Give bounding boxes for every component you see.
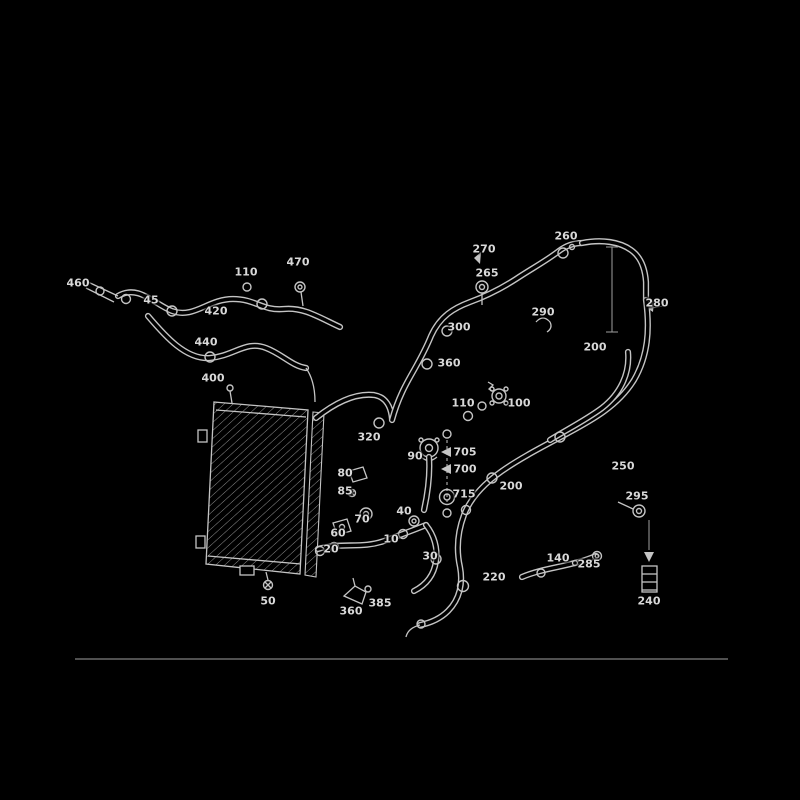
part-label-70-26: 70 xyxy=(354,512,370,526)
upper-right-pipes xyxy=(388,238,669,424)
part-label-200-14: 200 xyxy=(583,340,607,354)
part-label-140-34: 140 xyxy=(546,551,570,565)
part-label-280-10: 280 xyxy=(645,296,669,310)
part-label-705-19: 705 xyxy=(453,445,477,459)
part-label-265-8: 265 xyxy=(475,266,499,280)
part-label-110-2: 110 xyxy=(234,265,258,279)
part-label-45-1: 45 xyxy=(143,293,159,307)
center-parts xyxy=(408,381,509,527)
part-label-110-15: 110 xyxy=(451,396,475,410)
part-label-300-12: 300 xyxy=(447,320,471,334)
part-label-80-24: 80 xyxy=(337,466,353,480)
part-label-85-25: 85 xyxy=(337,484,353,498)
part-label-320-17: 320 xyxy=(357,430,381,444)
part-label-40-28: 40 xyxy=(396,504,412,518)
upper-hose-assembly xyxy=(85,281,344,403)
part-label-360-13: 360 xyxy=(437,356,461,370)
part-label-20-31: 20 xyxy=(323,542,339,556)
part-label-420-4: 420 xyxy=(204,304,228,318)
part-label-295-30: 295 xyxy=(625,489,649,503)
part-label-30-32: 30 xyxy=(422,549,438,563)
lower-hoses xyxy=(262,466,442,605)
part-label-220-33: 220 xyxy=(482,570,506,584)
right-pipe-assembly xyxy=(405,296,658,638)
part-label-400-6: 400 xyxy=(201,371,225,385)
part-label-10-29: 10 xyxy=(383,532,399,546)
part-label-470-3: 470 xyxy=(286,255,310,269)
part-label-385-39: 385 xyxy=(368,596,392,610)
part-label-90-18: 90 xyxy=(407,449,423,463)
part-label-285-35: 285 xyxy=(577,557,601,571)
part-label-260-9: 260 xyxy=(554,229,578,243)
part-label-50-37: 50 xyxy=(260,594,276,608)
radiator-top-hose xyxy=(312,391,396,429)
part-label-270-7: 270 xyxy=(472,242,496,256)
part-label-60-27: 60 xyxy=(330,526,346,540)
part-label-360-38: 360 xyxy=(339,604,363,618)
part-label-240-36: 240 xyxy=(637,594,661,608)
part-label-440-5: 440 xyxy=(194,335,218,349)
part-label-460-0: 460 xyxy=(66,276,90,290)
part-label-700-20: 700 xyxy=(453,462,477,476)
part-label-715-21: 715 xyxy=(452,487,476,501)
part-label-100-16: 100 xyxy=(507,396,531,410)
radiator xyxy=(195,384,325,578)
part-label-290-11: 290 xyxy=(531,305,555,319)
part-label-200-22: 200 xyxy=(499,479,523,493)
part-label-250-23: 250 xyxy=(611,459,635,473)
